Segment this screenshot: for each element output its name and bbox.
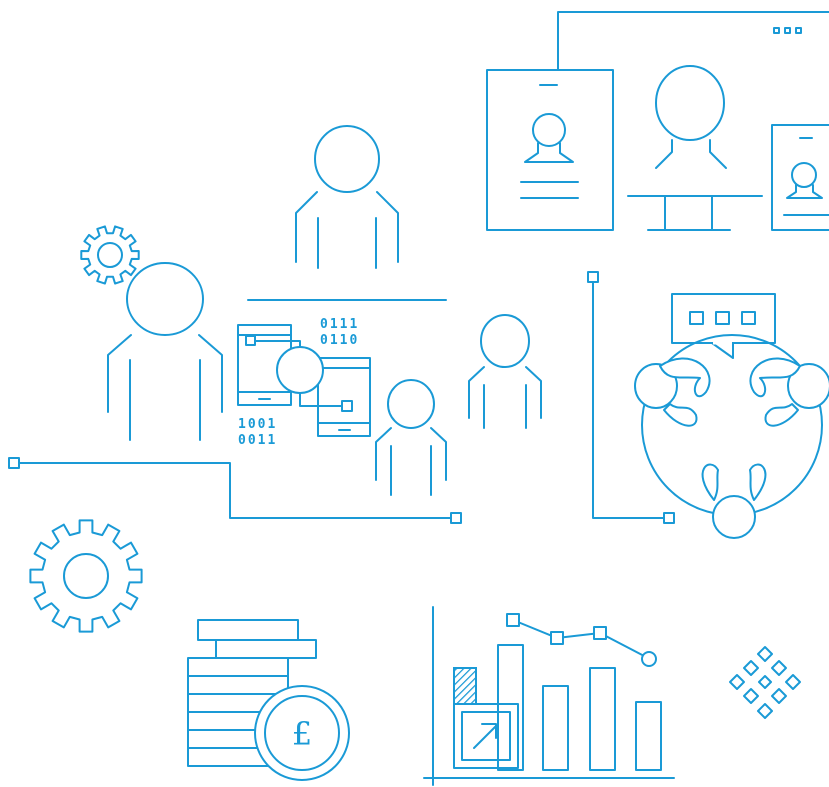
gear-icon	[80, 225, 140, 285]
currency-symbol: £	[292, 715, 312, 753]
network-node	[757, 703, 773, 719]
connector-node	[663, 512, 675, 524]
network-node	[757, 646, 773, 662]
network-node	[771, 688, 787, 704]
network-node	[729, 674, 745, 690]
network-node	[743, 660, 759, 676]
network-node	[758, 675, 772, 689]
network-node	[771, 660, 787, 676]
gear-badge	[276, 346, 324, 394]
person-icon	[468, 314, 542, 429]
person-icon	[655, 65, 725, 141]
tablet-icon	[317, 357, 371, 437]
connector-node	[245, 335, 256, 346]
network-node	[743, 688, 759, 704]
person-icon	[295, 125, 399, 269]
person-icon	[375, 379, 447, 496]
connector-node	[587, 271, 599, 283]
gear-outline	[80, 225, 140, 285]
connector-node	[450, 512, 462, 524]
connector-node-left	[8, 457, 20, 469]
binary-text: 1001	[238, 417, 277, 432]
network-node	[785, 674, 801, 690]
binary-text: 0111	[320, 317, 359, 332]
gear-outline	[29, 519, 143, 633]
id-card-icon	[486, 69, 614, 231]
connector-node	[341, 400, 353, 412]
coin-stack-icon: £	[187, 619, 350, 781]
data-link-line	[299, 389, 343, 407]
gear-hub	[63, 553, 109, 599]
gear-icon	[29, 519, 143, 633]
meeting-table-icon	[634, 293, 829, 539]
binary-text: 0011	[238, 433, 277, 448]
network-diamond-icon	[729, 646, 801, 719]
video-call-icon	[486, 11, 829, 231]
id-card-icon	[771, 124, 829, 231]
bar-chart-icon	[423, 606, 675, 786]
connector-lines	[8, 271, 675, 524]
binary-text: 0110	[320, 333, 359, 348]
person-icon	[107, 262, 223, 441]
gear-hub	[97, 242, 123, 268]
